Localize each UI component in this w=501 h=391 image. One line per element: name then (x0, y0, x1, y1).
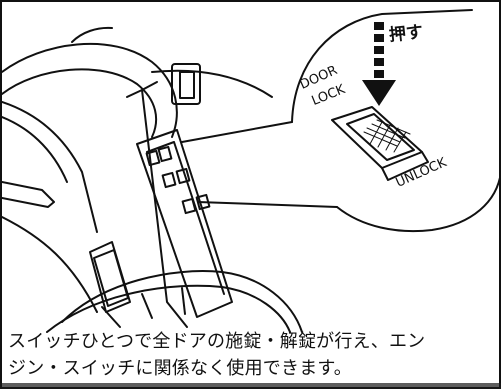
bottom-edge (0, 383, 501, 389)
push-arrow-icon (362, 22, 396, 106)
caption: スイッチひとつで全ドアの施錠・解錠が行え、エン ジン・スイッチに関係なく使用でき… (8, 328, 498, 382)
pedal-icon (2, 181, 131, 313)
steering-wheel-icon (2, 26, 178, 138)
door-lock-switch-icon (331, 106, 429, 181)
caption-line-1: スイッチひとつで全ドアの施錠・解錠が行え、エン (8, 331, 426, 352)
push-label: 押す (387, 22, 424, 46)
caption-line-2: ジン・スイッチに関係なく使用できます。 (8, 358, 352, 379)
window-switch-panel (136, 129, 233, 318)
door-handle-icon (171, 63, 201, 105)
